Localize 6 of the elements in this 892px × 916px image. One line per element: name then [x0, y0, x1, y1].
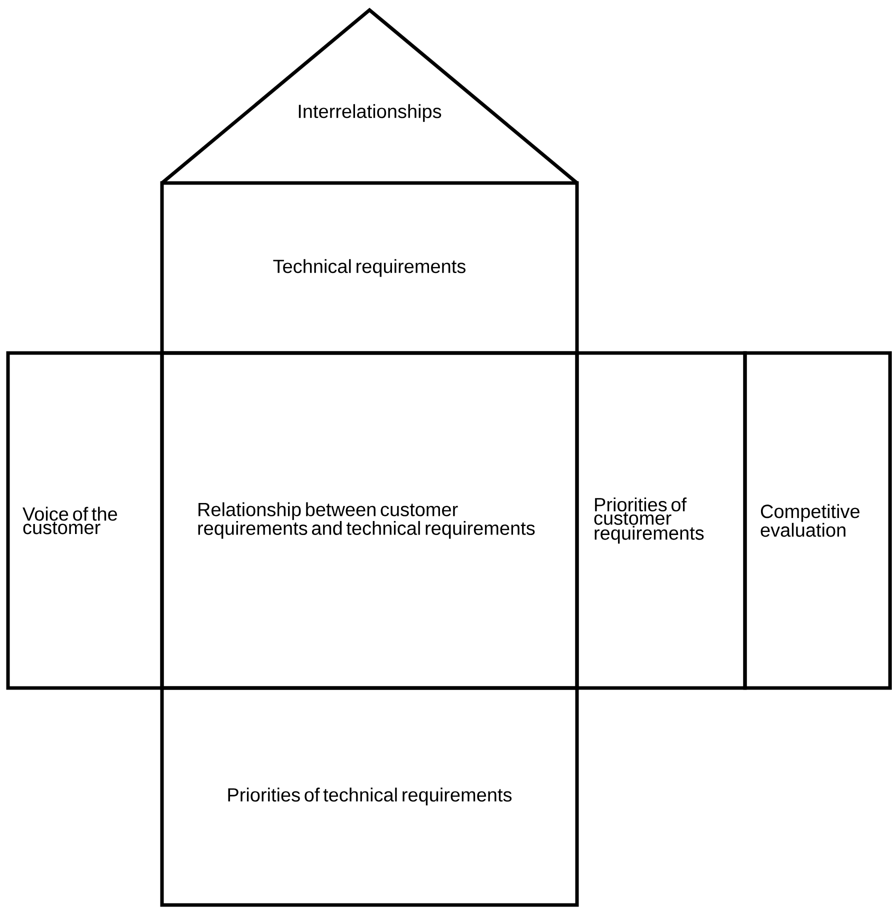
- section-box: Voice of the customer: [6, 351, 164, 690]
- section-box: Relationship between customer requirements and technical requirements: [160, 351, 579, 690]
- section-box: Priorities of technical requirements: [160, 686, 579, 907]
- section-box: Priorities of customer requirements: [575, 351, 747, 690]
- section-box: Competitive evaluation: [743, 351, 892, 690]
- section-box: Technical requirements: [160, 181, 579, 355]
